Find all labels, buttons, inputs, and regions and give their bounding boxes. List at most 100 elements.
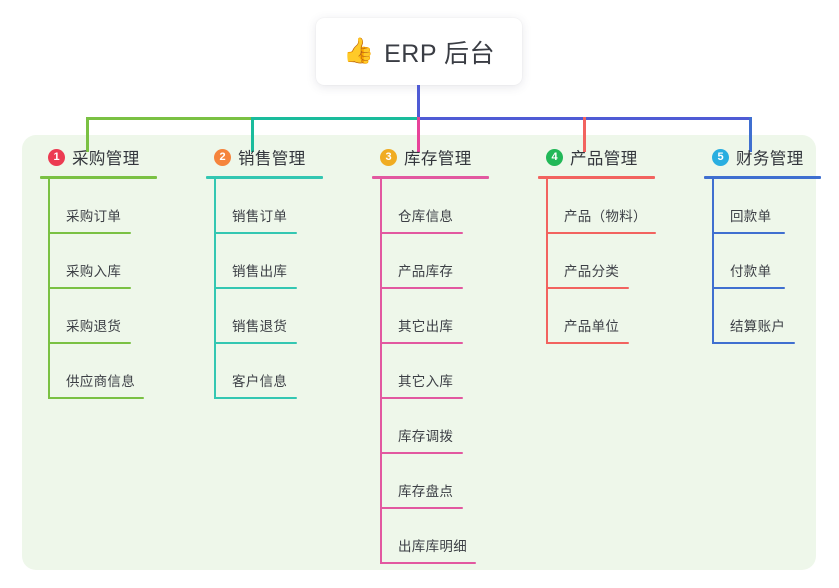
menu-item[interactable]: 采购入库 [40,234,157,289]
column-header-1[interactable]: 1 采购管理 [40,145,157,169]
column-5: 5 财务管理回款单付款单结算账户 [704,145,821,344]
menu-item-label: 采购入库 [66,264,122,279]
menu-item-label: 产品分类 [564,264,620,279]
menu-item[interactable]: 仓库信息 [372,179,489,234]
menu-item[interactable]: 销售订单 [206,179,323,234]
menu-item-label: 采购订单 [66,209,122,224]
thumbs-up-icon: 👍 [342,37,375,65]
menu-item[interactable]: 库存调拨 [372,399,489,454]
column-badge-icon-2: 2 [214,148,231,166]
menu-item[interactable]: 销售出库 [206,234,323,289]
menu-item-rule [381,287,463,289]
column-title-3: 库存管理 [404,150,472,168]
column-items-3: 仓库信息产品库存其它出库其它入库库存调拨库存盘点出库库明细 [372,179,489,564]
menu-item[interactable]: 回款单 [704,179,821,234]
menu-item-label: 库存盘点 [398,484,454,499]
menu-item[interactable]: 产品单位 [538,289,655,344]
menu-item-label: 回款单 [730,209,772,224]
column-spine-2 [214,179,216,399]
menu-item-label: 客户信息 [232,374,288,389]
menu-item-rule [381,397,463,399]
column-header-5[interactable]: 5 财务管理 [704,145,821,169]
menu-item-rule [713,342,795,344]
column-items-5: 回款单付款单结算账户 [704,179,821,344]
column-badge-icon-5: 5 [712,148,729,166]
column-spine-3 [380,179,382,564]
menu-item-label: 出库库明细 [398,539,467,554]
menu-item-label: 产品单位 [564,319,620,334]
menu-item[interactable]: 产品（物料） [538,179,656,234]
menu-item-rule [381,452,463,454]
root-title: ERP 后台 [384,39,496,68]
connector-drop-4 [583,117,586,152]
column-items-4: 产品（物料） 产品分类产品单位 [538,179,656,344]
menu-item-rule [547,232,656,234]
menu-item-rule [381,342,463,344]
menu-item-rule [49,287,131,289]
column-spine-5 [712,179,714,344]
column-header-2[interactable]: 2 销售管理 [206,145,323,169]
connector-root-stem [417,85,420,120]
menu-item[interactable]: 出库库明细 [372,509,489,564]
menu-item-rule [215,232,297,234]
column-spine-1 [48,179,50,399]
menu-item-label: 库存调拨 [398,429,454,444]
menu-item-label: 结算账户 [730,319,786,334]
column-title-1: 采购管理 [72,150,140,168]
menu-item[interactable]: 供应商信息 [40,344,157,399]
menu-item[interactable]: 销售退货 [206,289,323,344]
column-spine-4 [546,179,548,344]
menu-item[interactable]: 产品库存 [372,234,489,289]
column-rule-1 [40,176,157,179]
menu-item[interactable]: 其它出库 [372,289,489,344]
menu-item-rule [713,287,785,289]
column-1: 1 采购管理采购订单采购入库采购退货供应商信息 [40,145,157,399]
column-2: 2 销售管理销售订单销售出库销售退货客户信息 [206,145,323,399]
menu-item[interactable]: 库存盘点 [372,454,489,509]
column-items-1: 采购订单采购入库采购退货供应商信息 [40,179,157,399]
menu-item-rule [215,342,297,344]
menu-item-rule [49,342,131,344]
menu-item-label: 付款单 [730,264,772,279]
menu-item-label: 销售订单 [232,209,288,224]
connector-drop-3 [417,117,420,152]
menu-item[interactable]: 其它入库 [372,344,489,399]
connector-bus-segment-1 [86,117,254,120]
menu-item-label: 采购退货 [66,319,122,334]
menu-item[interactable]: 采购订单 [40,179,157,234]
diagram-background-panel [22,135,816,570]
menu-item-rule [381,562,476,564]
menu-item-rule [215,287,297,289]
menu-item[interactable]: 产品分类 [538,234,655,289]
menu-item-rule [381,232,463,234]
menu-item-rule [547,342,629,344]
menu-item[interactable]: 客户信息 [206,344,323,399]
column-badge-icon-1: 1 [48,148,65,166]
menu-item-rule [215,397,297,399]
menu-item-label: 产品（物料） [564,209,647,224]
connector-drop-5 [749,117,752,152]
menu-item-label: 其它入库 [398,374,454,389]
root-node[interactable]: 👍 ERP 后台 [316,18,522,85]
connector-bus-segment-2 [251,117,420,120]
menu-item-label: 销售出库 [232,264,288,279]
menu-item[interactable]: 结算账户 [704,289,821,344]
column-title-5: 财务管理 [736,150,804,168]
menu-item-label: 供应商信息 [66,374,135,389]
menu-item[interactable]: 采购退货 [40,289,157,344]
column-title-2: 销售管理 [238,150,306,168]
menu-item[interactable]: 付款单 [704,234,821,289]
menu-item-label: 销售退货 [232,319,288,334]
menu-item-rule [713,232,785,234]
column-rule-5 [704,176,821,179]
column-items-2: 销售订单销售出库销售退货客户信息 [206,179,323,399]
menu-item-label: 仓库信息 [398,209,454,224]
column-rule-3 [372,176,489,179]
menu-item-rule [547,287,629,289]
menu-item-label: 其它出库 [398,319,454,334]
menu-item-label: 产品库存 [398,264,454,279]
